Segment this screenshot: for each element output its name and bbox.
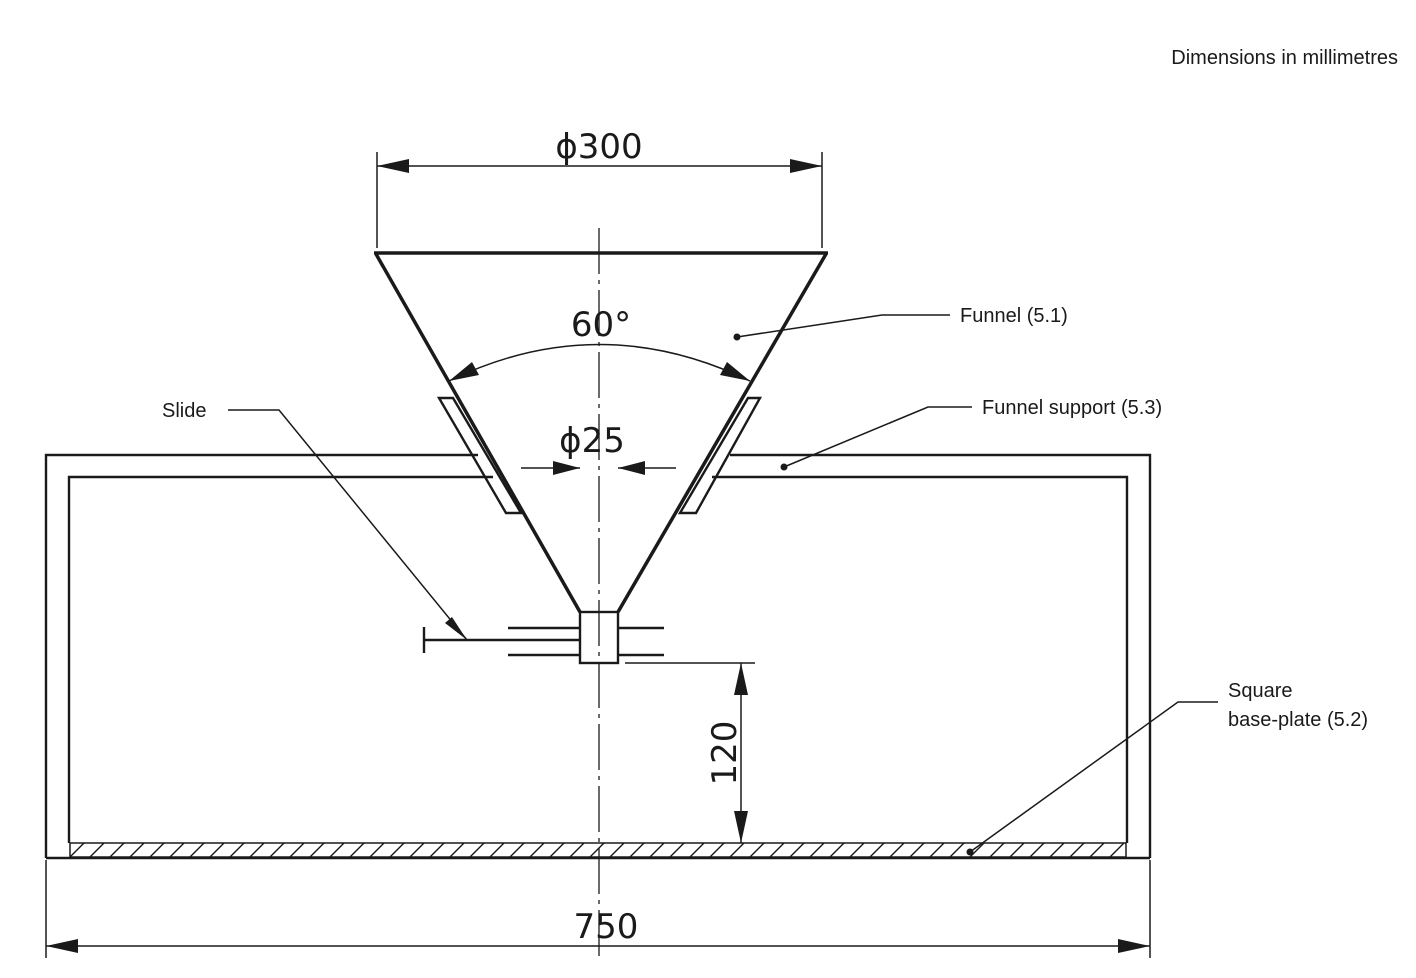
hatch-line — [189, 843, 205, 857]
hatch-line — [449, 843, 465, 857]
slide — [422, 626, 664, 657]
hatch-line — [749, 843, 765, 857]
hatch-line — [889, 843, 905, 857]
hatch-line — [609, 843, 625, 857]
top-diameter-label: ϕ300 — [555, 127, 642, 167]
leader-slide: Slide — [162, 400, 468, 641]
dimension-top-diameter: ϕ300 — [376, 127, 823, 248]
dimension-base-width: 750 — [45, 860, 1151, 958]
hatch-line — [1009, 843, 1025, 857]
hatch-line — [529, 843, 545, 857]
hatch-line — [129, 843, 145, 857]
hatch-line — [70, 843, 85, 857]
hatch-line — [369, 843, 385, 857]
hatch-line — [429, 843, 445, 857]
hatch-line — [629, 843, 645, 857]
hatch-line — [989, 843, 1005, 857]
hatch-line — [509, 843, 525, 857]
funnel-cone — [374, 251, 828, 613]
funnel-label: Funnel (5.1) — [960, 305, 1068, 327]
hatch-line — [389, 843, 405, 857]
hatch-line — [929, 843, 945, 857]
hatch-line — [1089, 843, 1105, 857]
hatch-line — [1029, 843, 1045, 857]
hatch-line — [269, 843, 285, 857]
leader-base-plate: Square base-plate (5.2) — [966, 680, 1368, 856]
hatch-line — [969, 843, 985, 857]
hatch-line — [1130, 843, 1144, 857]
hatch-line — [649, 843, 665, 857]
hatch-line — [569, 843, 585, 857]
leader-funnel: Funnel (5.1) — [733, 305, 1068, 341]
hatch-line — [409, 843, 425, 857]
leader-funnel-support: Funnel support (5.3) — [780, 397, 1162, 471]
base-plate-label-line2: base-plate (5.2) — [1228, 709, 1368, 731]
hatch-line — [669, 843, 685, 857]
hatch-line — [829, 843, 845, 857]
drop-height-label: 120 — [705, 721, 745, 786]
hatch-line — [709, 843, 725, 857]
funnel-support-label: Funnel support (5.3) — [982, 397, 1162, 419]
dimension-cone-angle: 60° — [448, 305, 751, 382]
hatch-line — [349, 843, 365, 857]
hatch-line — [489, 843, 505, 857]
base-width-label: 750 — [574, 907, 639, 947]
hatch-line — [849, 843, 865, 857]
hatch-line — [329, 843, 345, 857]
hatch-line — [89, 843, 105, 857]
hatch-line — [309, 843, 325, 857]
hatch-line — [869, 843, 885, 857]
funnel-collar-right — [677, 396, 763, 515]
hatch-line — [1069, 843, 1085, 857]
square-base-plate — [69, 842, 1144, 858]
units-note: Dimensions in millimetres — [1171, 47, 1398, 69]
dimension-outlet-diameter: ϕ25 — [521, 421, 676, 475]
hatch-line — [789, 843, 805, 857]
hatch-line — [1049, 843, 1065, 857]
hatch-line — [169, 843, 185, 857]
base-plate-label-line1: Square — [1228, 680, 1293, 702]
dimension-drop-height: 120 — [625, 662, 755, 843]
hatch-line — [549, 843, 565, 857]
hatch-line — [289, 843, 305, 857]
hatch-line — [729, 843, 745, 857]
hatch-line — [589, 843, 605, 857]
cone-angle-label: 60° — [571, 305, 631, 345]
funnel-support-frame — [44, 453, 1152, 860]
hatch-line — [769, 843, 785, 857]
hatch-line — [109, 843, 125, 857]
hatch-line — [229, 843, 245, 857]
hatch-line — [809, 843, 825, 857]
hatch-line — [209, 843, 225, 857]
hatch-line — [249, 843, 265, 857]
hatch-line — [469, 843, 485, 857]
hatch-line — [149, 843, 165, 857]
hatch-line — [689, 843, 705, 857]
hatch-line — [1109, 843, 1125, 857]
hatch-line — [909, 843, 925, 857]
slide-label: Slide — [162, 400, 206, 422]
funnel-collar-left — [436, 396, 524, 515]
hatch-line — [949, 843, 965, 857]
outlet-diameter-label: ϕ25 — [559, 421, 625, 461]
